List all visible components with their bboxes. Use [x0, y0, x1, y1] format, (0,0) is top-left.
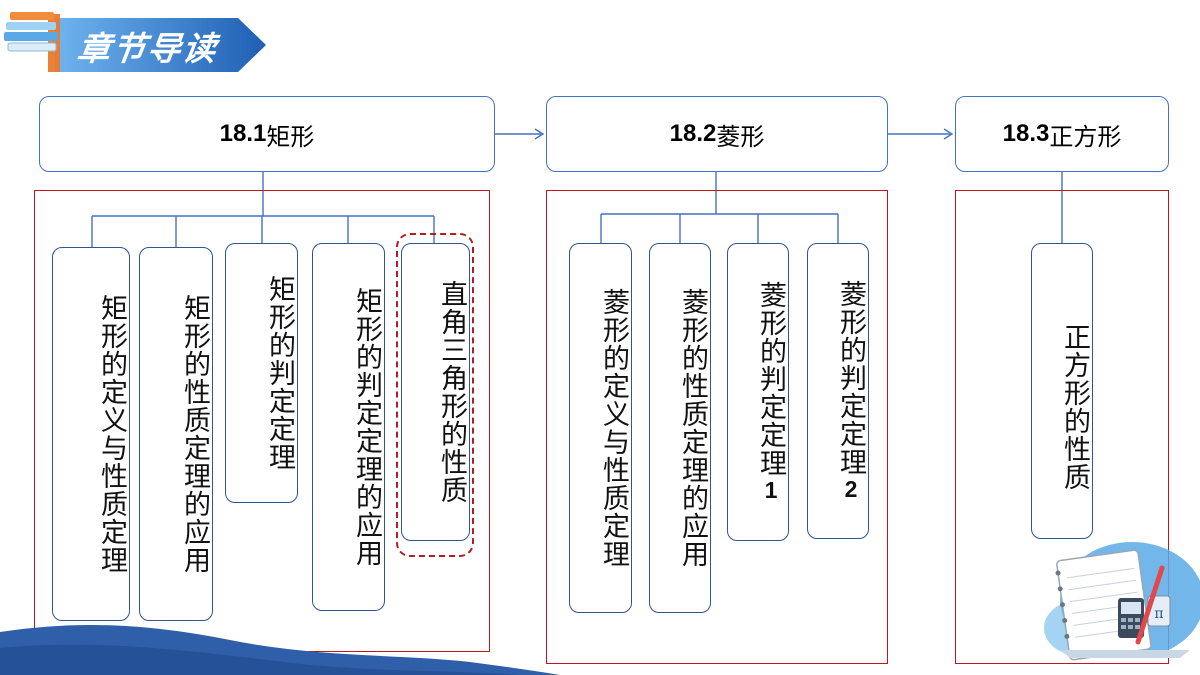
topic-box: 菱形的定义与性质定理 — [569, 243, 632, 613]
section-name: 正方形 — [1049, 122, 1122, 151]
topic-box: 矩形的判定定理的应用 — [312, 243, 385, 611]
section-number: 18.3 — [1002, 120, 1050, 147]
svg-text:π: π — [1154, 606, 1163, 622]
books-icon — [4, 12, 58, 52]
math-notebook-icon: π — [1044, 542, 1200, 661]
topic-label: 正方形的性质 — [1059, 323, 1090, 491]
topic-label: 菱形的判定定理 — [835, 279, 866, 476]
topic-label: 矩形的判定定理的应用 — [351, 287, 382, 567]
topic-box: 正方形的性质 — [1031, 243, 1093, 539]
section-frame-18-2 — [546, 190, 888, 664]
topic-box: 矩形的性质定理的应用 — [139, 247, 213, 621]
section-number: 18.2 — [669, 120, 717, 147]
topic-label: 直角三角形的性质 — [436, 280, 467, 504]
section-number: 18.1 — [219, 120, 267, 147]
section-frame-18-3 — [955, 190, 1169, 664]
topic-label: 矩形的判定定理 — [264, 275, 295, 471]
highlight-dashed-frame — [396, 233, 474, 557]
section-name: 菱形 — [716, 122, 765, 151]
topic-label: 菱形的判定定理 — [755, 280, 786, 477]
topic-label: 菱形的定义与性质定理 — [598, 288, 629, 568]
topic-label: 菱形的性质定理的应用 — [677, 288, 708, 568]
topic-label: 矩形的性质定理的应用 — [179, 294, 210, 574]
topic-label: 矩形的定义与性质定理 — [96, 294, 127, 574]
topic-box-highlighted: 直角三角形的性质 — [401, 243, 470, 541]
wave-decoration — [0, 625, 560, 675]
section-name: 矩形 — [266, 122, 315, 151]
topic-box: 菱形的性质定理的应用 — [649, 243, 711, 613]
topic-suffix: 2 — [838, 475, 864, 503]
topic-suffix: 1 — [758, 476, 784, 504]
topic-box: 矩形的判定定理 — [225, 243, 298, 503]
topic-box: 矩形的定义与性质定理 — [52, 247, 130, 621]
